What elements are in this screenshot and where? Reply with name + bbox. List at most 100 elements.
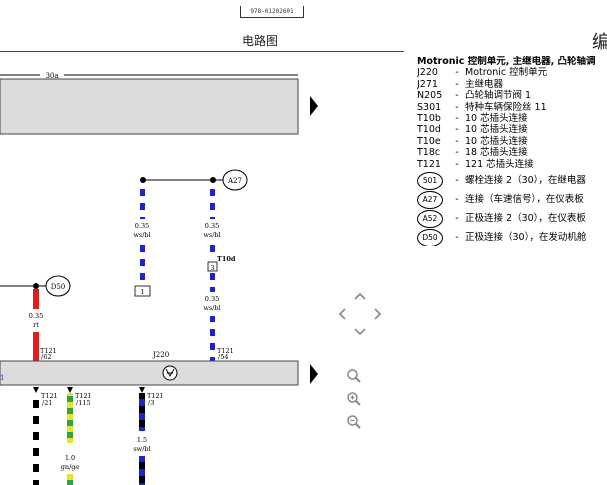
sheet-title: 电路图 <box>241 34 278 48</box>
pin-21-arrow <box>33 387 39 393</box>
continue-right-arrow-top <box>310 96 318 116</box>
bus-30a-label: 30a <box>45 72 58 80</box>
legend-item-code: T18c <box>417 147 441 159</box>
legend-item-desc: 特种车辆保险丝 11 <box>465 101 547 113</box>
zoom-out-icon[interactable] <box>346 414 362 430</box>
pin-3-label: /3 <box>148 399 154 407</box>
legend-item-desc: 10 芯插头连接 <box>465 135 528 147</box>
a27-badge <box>222 169 248 191</box>
legend-item-code: T121 <box>417 158 441 170</box>
control-unit-j220-box <box>0 360 299 386</box>
wire-4-upper <box>33 289 39 309</box>
relay-box <box>0 78 299 135</box>
legend-item-code: T10e <box>417 135 441 147</box>
legend-title: Motronic 控制单元, 主继电器, 凸轮轴调 <box>417 56 596 67</box>
legend-connection-desc: 螺栓连接 2（30），在继电器 <box>465 174 586 186</box>
wire-2-size: 0.35 <box>205 222 219 230</box>
legend-item: S301-特种车辆保险丝 11 <box>417 102 607 113</box>
legend-item: N205-凸轮轴调节阀 1 <box>417 90 607 101</box>
wire-4-color: rt <box>33 321 39 329</box>
wire-6-size: 1.5 <box>137 436 147 444</box>
legend-item-dash: - <box>455 231 459 243</box>
left-edge-marker: 1 <box>0 374 4 382</box>
top-rule <box>0 51 404 52</box>
legend-connection-desc: 正极连接（30），在发动机舱 <box>465 231 587 243</box>
edit-label: 编 <box>592 32 607 53</box>
wire-6-lower <box>139 456 145 485</box>
pin-62-conn: T121 <box>40 347 57 355</box>
legend-item: J271 -主继电器 <box>417 79 607 90</box>
wire-3-size: 0.35 <box>205 295 219 303</box>
legend-item-dash: - <box>455 135 459 147</box>
legend-item-dash: - <box>455 78 459 90</box>
wire-2-color: ws/bl <box>203 231 220 239</box>
legend-item-code: N205 <box>417 90 443 102</box>
t10d-pin-label: 3 <box>210 264 214 272</box>
wire-6-upper <box>139 393 145 431</box>
wire-4-size: 0.35 <box>29 312 43 320</box>
legend-item-code: T10b <box>417 113 441 125</box>
pin-115-conn: T121 <box>75 392 92 400</box>
legend-item-code: J220 <box>417 67 438 79</box>
legend-item-desc: Motronic 控制单元 <box>465 67 548 79</box>
pin-21-label: /21 <box>42 399 52 407</box>
legend-connection-badge: A52 <box>417 209 443 228</box>
continue-right-arrow-bottom <box>310 364 318 384</box>
wire-1-upper <box>140 183 145 219</box>
bus-30a-gap <box>40 70 64 80</box>
legend-item-dash: - <box>455 124 459 136</box>
wire-3-color: ws/bl <box>203 304 220 312</box>
pin-21-conn: T121 <box>41 392 58 400</box>
wire-5-color: gn/ge <box>61 463 80 471</box>
legend-item-dash: - <box>455 67 459 79</box>
wire-4-lower <box>33 332 39 361</box>
wiring-diagram: 30a A27 0.35 ws/bl 1 0.35 ws/bl T10d 3 0… <box>0 70 318 485</box>
wire-1-size: 0.35 <box>135 222 149 230</box>
wire-5-size: 1.0 <box>65 454 75 462</box>
pan-up-icon[interactable] <box>352 288 368 304</box>
component-legend: Motronic 控制单元, 主继电器, 凸轮轴调 J220-Motronic … <box>417 56 607 247</box>
d50-badge <box>45 275 71 297</box>
wire-1-color: ws/bl <box>133 231 150 239</box>
pin-3-conn: T121 <box>147 392 164 400</box>
wire-1-lower <box>140 244 145 286</box>
zoom-in-icon[interactable] <box>346 391 362 407</box>
legend-item: T10e -10 芯插头连接 <box>417 136 607 147</box>
ground-symbol-mark <box>165 368 175 377</box>
legend-item-dash: - <box>455 90 459 102</box>
legend-item: J220 -Motronic 控制单元 <box>417 67 607 78</box>
zoom-fit-icon[interactable] <box>346 368 362 384</box>
t10d-pin-box <box>207 261 218 272</box>
wire-1-terminal-label: 1 <box>140 288 144 296</box>
d50-label: D50 <box>51 283 66 291</box>
t10d-label: T10d <box>217 255 236 263</box>
legend-item-dash: - <box>455 212 459 224</box>
pan-down-icon[interactable] <box>352 324 368 340</box>
pan-navigation <box>334 288 386 340</box>
wire-3-lower <box>210 316 215 361</box>
legend-connection: A27-连接（车速信号），在仪表板 <box>417 190 607 209</box>
pin-54-label: /54 <box>218 353 228 361</box>
legend-item-dash: - <box>455 113 459 125</box>
wire-5-lower <box>67 474 73 485</box>
wire-3-upper <box>210 272 215 292</box>
document-id: 978-01202601 <box>240 6 304 18</box>
legend-item-desc: 主继电器 <box>465 78 504 90</box>
wire-1-terminal <box>134 285 151 297</box>
legend-item-code: J271 <box>417 78 438 90</box>
legend-connection-badge: A27 <box>417 190 443 209</box>
legend-item-desc: 10 芯插头连接 <box>465 124 528 136</box>
legend-item: T10d-10 芯插头连接 <box>417 124 607 135</box>
legend-connection: A52-正极连接 2（30），在仪表板 <box>417 209 607 228</box>
legend-connection-badge: D50 <box>417 228 443 247</box>
legend-item: T10b-10 芯插头连接 <box>417 113 607 124</box>
j220-label: J220 <box>152 351 169 359</box>
legend-connection-desc: 正极连接 2（30），在仪表板 <box>465 212 586 224</box>
wire-2-mid <box>210 244 215 256</box>
legend-connection-badge: 501 <box>417 171 443 190</box>
pin-115-label: /115 <box>76 399 91 407</box>
pan-left-icon[interactable] <box>334 306 350 322</box>
pan-right-icon[interactable] <box>370 306 386 322</box>
legend-item: T18c-18 芯插头连接 <box>417 147 607 158</box>
